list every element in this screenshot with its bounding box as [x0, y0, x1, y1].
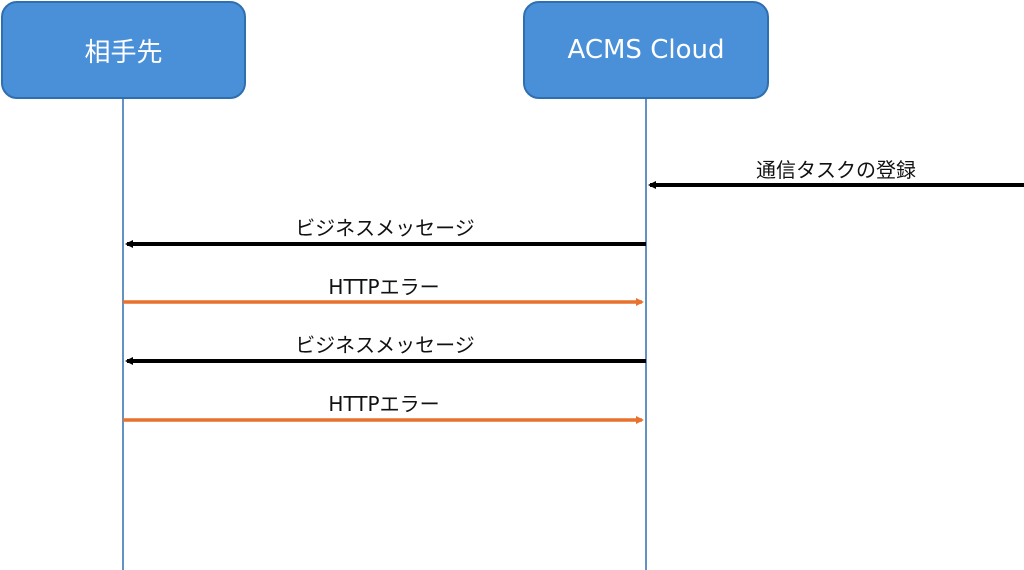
participant-acms-cloud: ACMS Cloud [523, 1, 769, 99]
participant-acms-cloud-label: ACMS Cloud [567, 35, 725, 65]
message-label-http-error-1: HTTPエラー [328, 275, 439, 299]
message-label-business-message-1: ビジネスメッセージ [295, 216, 475, 240]
participant-partner: 相手先 [1, 1, 246, 99]
message-label-business-message-2: ビジネスメッセージ [295, 333, 475, 357]
participant-partner-label: 相手先 [84, 37, 163, 68]
message-label-register-task: 通信タスクの登録 [756, 158, 916, 182]
message-label-http-error-2: HTTPエラー [328, 392, 439, 416]
